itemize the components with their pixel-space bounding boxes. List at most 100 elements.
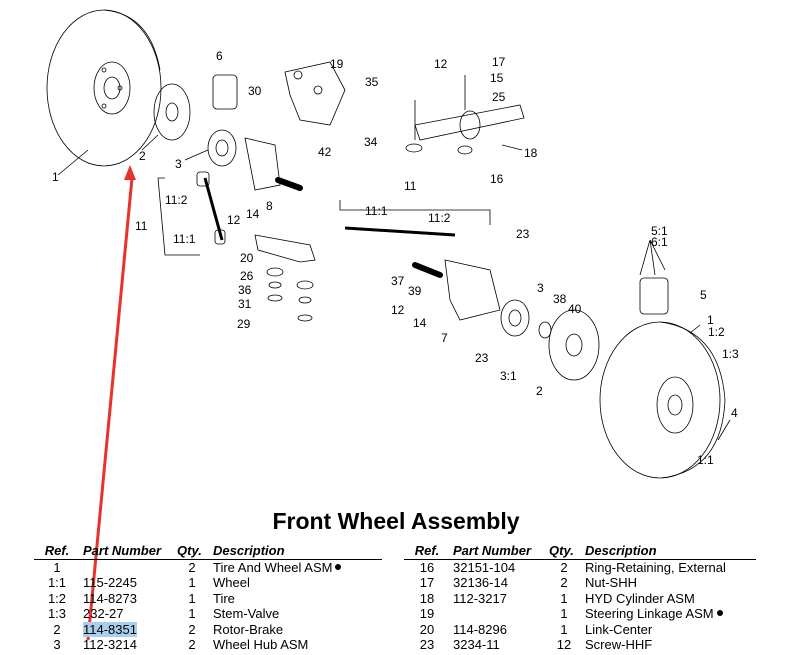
- table-row: 23 3234-11 12 Screw-HHF: [404, 637, 756, 653]
- svg-text:26: 26: [240, 269, 254, 283]
- right-caliper-drawing: [639, 277, 669, 315]
- col-ref: Ref.: [34, 543, 80, 560]
- row-qty-text: 12: [556, 637, 572, 652]
- svg-text:1:1: 1:1: [697, 453, 714, 467]
- row-ref: 16: [404, 559, 450, 575]
- row-ref: 19: [404, 606, 450, 622]
- row-description-text: Tire And Wheel ASM: [213, 559, 333, 575]
- svg-text:23: 23: [516, 227, 530, 241]
- svg-text:36: 36: [238, 283, 252, 297]
- caliper-drawing: [212, 74, 238, 110]
- row-description: Steering Linkage ASM: [582, 606, 756, 622]
- row-qty: 1: [546, 622, 582, 638]
- row-description: Tire And Wheel ASM: [210, 559, 382, 575]
- row-ref-text: 1:2: [47, 590, 67, 606]
- row-part-number: 114-8296: [450, 622, 546, 638]
- row-description: Rotor-Brake: [210, 622, 382, 638]
- row-ref-text: 1: [53, 559, 61, 575]
- row-part-number: [450, 606, 546, 622]
- row-description-text: Rotor-Brake: [213, 621, 284, 637]
- page-title: Front Wheel Assembly: [272, 508, 520, 534]
- col-qty: Qty.: [546, 543, 582, 560]
- row-qty: 1: [174, 575, 210, 591]
- row-description: Wheel: [210, 575, 382, 591]
- svg-text:12: 12: [227, 213, 241, 227]
- row-qty-text: 1: [560, 606, 568, 621]
- row-qty: 12: [546, 637, 582, 653]
- row-part-number: 32136-14: [450, 575, 546, 591]
- row-ref: 18: [404, 591, 450, 607]
- svg-text:5: 5: [700, 288, 707, 302]
- svg-text:3: 3: [537, 281, 544, 295]
- row-ref: 1:2: [34, 591, 80, 607]
- col-qty: Qty.: [174, 543, 210, 560]
- row-ref: 1: [34, 559, 80, 575]
- row-ref: 17: [404, 575, 450, 591]
- svg-text:14: 14: [413, 316, 427, 330]
- row-ref-text: 17: [419, 575, 435, 590]
- row-qty: 1: [546, 591, 582, 607]
- row-part-number-text: 112-3217: [453, 590, 507, 606]
- row-part-number-text: 3234-11: [453, 637, 500, 652]
- row-ref-text: 18: [419, 590, 435, 606]
- col-part-number: Part Number: [450, 543, 546, 560]
- row-description: Ring-Retaining, External: [582, 559, 756, 575]
- row-description-text: Tire: [213, 590, 235, 606]
- svg-text:11: 11: [135, 219, 148, 233]
- row-qty: 1: [546, 606, 582, 622]
- row-ref: 2: [34, 622, 80, 638]
- row-ref: 1:1: [34, 575, 80, 591]
- row-description: Nut-SHH: [582, 575, 756, 591]
- row-qty: 1: [174, 606, 210, 622]
- row-ref-text: 1:3: [47, 606, 67, 621]
- svg-text:16: 16: [490, 172, 504, 186]
- row-qty: 2: [546, 559, 582, 575]
- svg-text:12: 12: [434, 57, 448, 71]
- row-part-number: 32151-104: [450, 559, 546, 575]
- row-description: Tire: [210, 591, 382, 607]
- row-qty-text: 2: [188, 621, 196, 637]
- row-description-text: HYD Cylinder ASM: [585, 590, 695, 606]
- bullet-dot-icon: [716, 610, 723, 616]
- row-part-number: 232-27: [80, 606, 174, 622]
- right-tie-rod-drawing: [344, 226, 456, 237]
- row-description: Screw-HHF: [582, 637, 756, 653]
- svg-text:12: 12: [391, 303, 405, 317]
- row-description-text: Wheel: [213, 575, 250, 590]
- svg-text:38: 38: [553, 292, 567, 306]
- right-rotor-drawing: [548, 309, 600, 381]
- svg-text:19: 19: [330, 57, 344, 71]
- svg-text:29: 29: [237, 317, 251, 331]
- row-description-text: Link-Center: [585, 621, 653, 637]
- spindle-right-drawing: [444, 259, 501, 321]
- row-part-number-text: 32136-14: [453, 575, 508, 590]
- svg-text:11: 11: [404, 179, 417, 193]
- row-ref-text: 23: [419, 637, 435, 652]
- spindle-left-drawing: [244, 137, 281, 191]
- row-part-number: 115-2245: [80, 575, 174, 591]
- row-qty-text: 1: [188, 575, 196, 590]
- svg-text:3: 3: [175, 157, 182, 171]
- svg-text:31: 31: [238, 297, 252, 311]
- row-qty-text: 2: [188, 637, 196, 652]
- svg-text:2: 2: [536, 384, 543, 398]
- svg-text:2: 2: [139, 149, 146, 163]
- row-part-number: [80, 559, 174, 575]
- svg-text:40: 40: [568, 302, 582, 316]
- svg-text:1: 1: [52, 170, 59, 184]
- svg-text:1: 1: [707, 313, 714, 327]
- row-part-number: 112-3217: [450, 591, 546, 607]
- row-qty: 2: [174, 622, 210, 638]
- row-qty: 1: [174, 591, 210, 607]
- svg-text:14: 14: [246, 207, 260, 221]
- row-part-number: 3234-11: [450, 637, 546, 653]
- col-description: Description: [210, 543, 382, 560]
- exploded-parts-diagram: 6 30 19 35 42 34 2 3 1 8 14 12 11:2 11 1…: [46, 9, 739, 479]
- row-description: Link-Center: [582, 622, 756, 638]
